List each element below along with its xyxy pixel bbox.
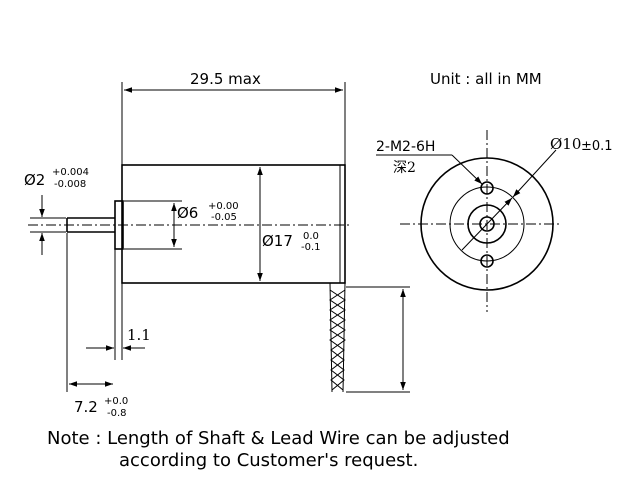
side-view: 29.5 max Ø2 +0.004 -0.008 Ø6 +0.00 -0.05… xyxy=(24,70,410,419)
screw-hole-leader xyxy=(451,154,483,185)
hole-pitch-label: Ø10 xyxy=(550,135,581,153)
hole-pitch-tol: ±0.1 xyxy=(581,139,613,154)
hole-pitch-leader xyxy=(512,149,557,198)
shaft-len-tol-lower: -0.8 xyxy=(107,408,127,419)
shaft-dia-label: Ø2 xyxy=(24,171,45,189)
shaft-len-label: 7.2 xyxy=(74,398,98,416)
motor-body-outline xyxy=(121,164,346,284)
note-line-2: according to Customer's request. xyxy=(119,450,419,471)
shaft-dia-tol-lower: -0.008 xyxy=(54,179,86,190)
front-view: Unit : all in MM Ø10 ±0.1 2-M2-6H 深2 xyxy=(376,70,613,312)
screw-hole-label: 2-M2-6H xyxy=(376,139,435,155)
hole-pitch-dim xyxy=(461,197,513,251)
screw-hole-depth: 深2 xyxy=(393,160,416,176)
boss-dia-tol-upper: +0.00 xyxy=(208,201,239,212)
body-dia-tol-upper: 0.0 xyxy=(303,231,319,242)
body-dia-label: Ø17 xyxy=(262,232,293,250)
body-dia-tol-lower: -0.1 xyxy=(301,242,321,253)
unit-label: Unit : all in MM xyxy=(430,70,542,88)
shaft-len-tol-upper: +0.0 xyxy=(104,396,128,407)
note-line-1: Note : Length of Shaft & Lead Wire can b… xyxy=(47,428,510,449)
boss-dia-tol-lower: -0.05 xyxy=(211,212,237,223)
shaft-dia-tol-upper: +0.004 xyxy=(52,167,89,178)
screw-hole-bottom xyxy=(480,254,494,268)
overall-length-label: 29.5 max xyxy=(190,70,261,88)
boss-dia-label: Ø6 xyxy=(177,204,198,222)
lead-wires xyxy=(329,282,346,393)
boss-len-label: 1.1 xyxy=(127,326,151,344)
